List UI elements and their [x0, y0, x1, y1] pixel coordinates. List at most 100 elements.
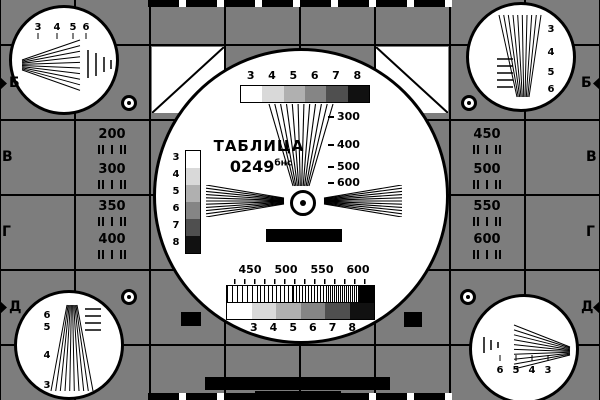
- grating-500: [260, 286, 293, 302]
- scale-label: 8: [172, 237, 180, 248]
- grating-450: [227, 286, 260, 302]
- corner-label: 5: [548, 67, 555, 78]
- horizontal-resolution-wedge-left: [206, 185, 285, 217]
- scale-label: 5: [172, 186, 180, 197]
- frequency-label: 500: [274, 263, 298, 276]
- edge-marker-icon: [0, 301, 7, 314]
- corner-label: 5: [70, 22, 77, 33]
- vertical-wedge-icon: 3 4 5 6: [497, 14, 555, 98]
- scale-label: 4: [268, 69, 276, 82]
- scale-label: 3: [172, 152, 180, 163]
- row-label-left: Д: [9, 299, 22, 315]
- scale-label: 7: [172, 220, 180, 231]
- central-circle: 3 4 5 6 7 8 300 400 500 600 ТАБЛИЦА: [153, 48, 449, 344]
- grating-600: [326, 286, 359, 302]
- black-reference-square: [404, 312, 422, 327]
- corner-label: 4: [44, 350, 51, 361]
- wedge-frequency-value: 500: [337, 160, 360, 173]
- diagonal-line-icon: [152, 47, 224, 113]
- scale-label: 6: [309, 321, 317, 334]
- top-grayscale-labels: 3 4 5 6 7 8: [240, 69, 368, 82]
- black-reference-square: [181, 312, 201, 326]
- frequency-group: 400: [87, 233, 137, 259]
- corner-label: 3: [44, 380, 51, 391]
- scale-label: 8: [353, 69, 362, 82]
- frequency-value: 200: [98, 127, 126, 142]
- frequency-group: 350: [87, 200, 137, 226]
- wedge-frequency-value: 300: [337, 110, 360, 123]
- frequency-label: 450: [238, 263, 262, 276]
- frequency-value: 400: [98, 232, 126, 247]
- card-title: ТАБЛИЦА: [213, 137, 305, 155]
- side-grayscale-labels: 3 4 5 6 7 8: [170, 149, 182, 251]
- corner-label: 3: [548, 24, 555, 35]
- scale-label: 8: [348, 321, 357, 334]
- edge-marker-icon: [593, 77, 600, 90]
- wedge-frequency-label: 600: [328, 177, 360, 189]
- row-label-right: Г: [586, 224, 595, 240]
- frequency-ticks: [462, 180, 512, 189]
- frequency-ticks: [462, 250, 512, 259]
- frequency-ticks: [87, 217, 137, 226]
- frequency-group: 600: [462, 233, 512, 259]
- frequency-grating-band: [226, 285, 375, 303]
- scale-label: 3: [250, 321, 258, 334]
- horizontal-wedge-icon: 3 4 5 6: [21, 22, 112, 91]
- frequency-tick-scale: [234, 279, 374, 284]
- frequency-group: 500: [462, 163, 512, 189]
- wedge-frequency-label: 500: [328, 161, 360, 173]
- grating-black-cap: [359, 286, 374, 302]
- wedge-frequency-label: 300: [328, 111, 360, 123]
- frequency-value: 350: [98, 199, 126, 214]
- frequency-value: 300: [98, 162, 126, 177]
- diagonal-line-icon: [376, 47, 448, 113]
- center-black-bar: [266, 229, 342, 242]
- corner-label: 4: [548, 47, 555, 58]
- scale-label: 6: [310, 69, 319, 82]
- frequency-group: 550: [462, 200, 512, 226]
- corner-circle-top-right: 3 4 5 6: [466, 2, 576, 112]
- center-target-icon: [290, 190, 316, 216]
- bottom-grayscale-staircase: [226, 302, 375, 320]
- side-grayscale-staircase: [185, 150, 201, 254]
- frequency-value: 500: [473, 162, 501, 177]
- row-label-left: В: [2, 149, 13, 165]
- corner-circle-top-left: 3 4 5 6: [9, 5, 119, 115]
- frequency-value: 550: [473, 199, 501, 214]
- frequency-value: 600: [473, 232, 501, 247]
- row-label-right: Д: [581, 299, 594, 315]
- row-label-left: Б: [9, 75, 20, 91]
- vertical-resolution-wedge: [268, 103, 334, 187]
- frequency-label: 550: [310, 263, 334, 276]
- grid-horizontal-line: [0, 344, 600, 346]
- bullseye-icon: [121, 289, 137, 305]
- frequency-ticks: [87, 180, 137, 189]
- horizontal-wedge-icon: 6 5 4 3: [483, 324, 571, 376]
- corner-label: 6: [44, 310, 51, 321]
- top-castellation-strip: [148, 0, 452, 7]
- edge-marker-icon: [0, 77, 7, 90]
- bottom-black-bar: [205, 377, 390, 390]
- bullseye-icon: [460, 289, 476, 305]
- frequency-ticks: [87, 145, 137, 154]
- wedge-frequency-value: 600: [337, 176, 360, 189]
- scale-label: 3: [246, 69, 255, 82]
- scale-label: 6: [172, 203, 180, 214]
- horizontal-resolution-wedge-right: [323, 185, 402, 217]
- scale-label: 7: [328, 321, 337, 334]
- corner-circle-bottom-right: 6 5 4 3: [469, 294, 579, 400]
- scale-label: 5: [289, 321, 297, 334]
- wedge-frequency-value: 400: [337, 138, 360, 151]
- vertical-wedge-icon: 6 5 4 3: [44, 304, 101, 392]
- row-label-right: Б: [581, 75, 592, 91]
- corner-circle-bottom-left: 6 5 4 3: [14, 290, 124, 400]
- row-label-left: Г: [2, 224, 11, 240]
- frequency-group: 300: [87, 163, 137, 189]
- bullseye-icon: [121, 95, 137, 111]
- bottom-black-bar-lower: [255, 391, 341, 400]
- scale-label: 4: [269, 321, 278, 334]
- corner-label: 3: [35, 22, 42, 33]
- corner-label: 6: [83, 22, 90, 33]
- frequency-label: 600: [346, 263, 370, 276]
